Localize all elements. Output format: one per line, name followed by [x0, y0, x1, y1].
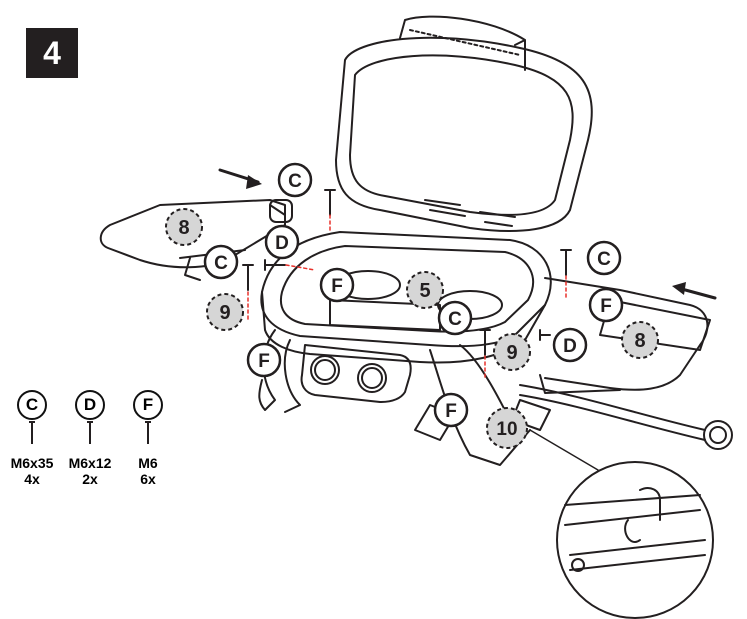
- svg-text:D: D: [563, 336, 577, 357]
- svg-text:C: C: [448, 309, 462, 330]
- callout-d-right: D: [552, 327, 588, 363]
- step-number: 4: [43, 34, 61, 71]
- svg-text:9: 9: [219, 302, 230, 324]
- legend-qty: 2x: [82, 471, 98, 487]
- callout-c-right: C: [586, 240, 622, 276]
- control-panel: [300, 344, 412, 403]
- legend-letter: C: [17, 390, 47, 420]
- legend-letter: F: [133, 390, 163, 420]
- legend-qty: 4x: [24, 471, 40, 487]
- callout-f-center: F: [319, 267, 355, 303]
- legend-item-c: C M6x35 4x: [2, 390, 62, 487]
- legend-size: M6: [138, 455, 158, 471]
- svg-text:C: C: [214, 253, 228, 274]
- callouts-parts: 8 8 5 9 9 10: [165, 208, 659, 449]
- callout-c-center: C: [437, 300, 473, 336]
- bolts: [242, 189, 572, 356]
- callout-d-left: D: [264, 224, 300, 260]
- svg-text:5: 5: [419, 280, 430, 302]
- callout-f-left: F: [246, 342, 282, 378]
- detail-magnifier: [529, 429, 714, 619]
- callout-part-8-left: 8: [165, 208, 203, 246]
- svg-text:8: 8: [634, 330, 645, 352]
- nut-icon: [145, 421, 151, 444]
- legend-size: M6x12: [68, 455, 112, 471]
- alignment-guides: [247, 214, 567, 379]
- callout-part-9-right: 9: [493, 333, 531, 371]
- callout-part-10: 10: [486, 407, 528, 449]
- callout-part-5: 5: [406, 271, 444, 309]
- callout-f-right: F: [588, 287, 624, 323]
- callout-c-top: C: [277, 162, 313, 198]
- step-number-badge: 4: [26, 28, 78, 78]
- svg-text:C: C: [288, 171, 302, 192]
- bolt-icon: [87, 421, 93, 444]
- legend-qty: 6x: [140, 471, 156, 487]
- legend-item-f: F M6 6x: [118, 390, 178, 487]
- svg-text:F: F: [331, 276, 343, 297]
- svg-text:F: F: [258, 351, 270, 372]
- callout-c-left: C: [203, 244, 239, 280]
- callout-part-8-right: 8: [621, 321, 659, 359]
- callout-part-9-left: 9: [206, 293, 244, 331]
- svg-text:F: F: [600, 296, 612, 317]
- legend-letter: D: [75, 390, 105, 420]
- bolt-icon: [29, 421, 35, 444]
- svg-text:F: F: [445, 401, 457, 422]
- legend-item-d: D M6x12 2x: [60, 390, 120, 487]
- legend-size: M6x35: [10, 455, 54, 471]
- svg-text:C: C: [597, 249, 611, 270]
- svg-text:D: D: [275, 233, 289, 254]
- svg-text:9: 9: [506, 342, 517, 364]
- callout-f-bottom: F: [433, 392, 469, 428]
- gas-hose: [519, 384, 733, 450]
- svg-text:10: 10: [496, 419, 517, 440]
- right-side-table: [539, 277, 711, 394]
- svg-text:8: 8: [178, 217, 189, 239]
- callouts-letters: C C C C D D F: [203, 162, 624, 428]
- right-arrow-head: [672, 282, 686, 295]
- left-arrow-head: [246, 175, 262, 189]
- grill-lid: [335, 15, 593, 232]
